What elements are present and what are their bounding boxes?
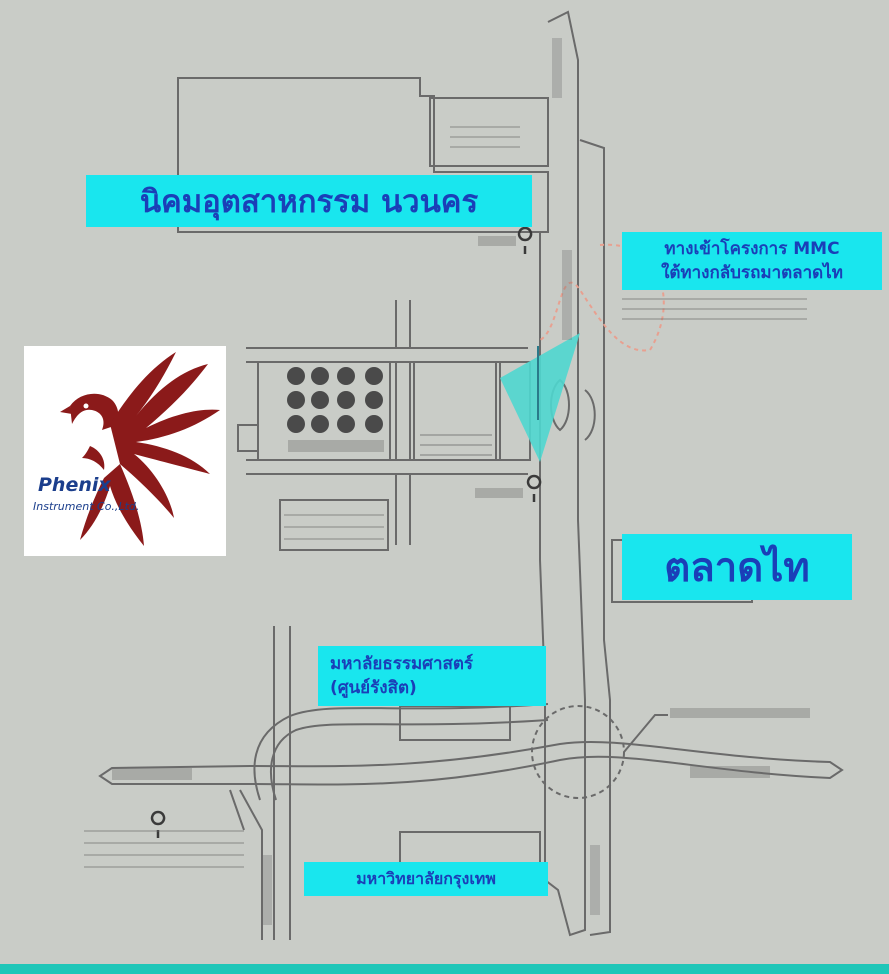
company-logo-card: Phenix Instrument Co.,Ltd.: [24, 346, 226, 556]
lower-left-road: [229, 626, 291, 940]
thammasat-label-line2: (ศูนย์รังสิต): [330, 678, 417, 698]
expressway-label-texture: [84, 828, 244, 868]
west-road-label-texture: [112, 768, 192, 780]
entrance-label-line2: ใต้ทางกลับรถมาตลาดไท: [661, 263, 843, 283]
mmc-office-label-texture: [420, 428, 492, 456]
frontage-road: [579, 139, 611, 936]
pin-icon-km44: [526, 474, 542, 502]
phoenix-logo-icon: [60, 352, 220, 546]
hospital-label-texture: [450, 118, 520, 148]
lower-road-label-texture: [262, 855, 272, 925]
highway-label-texture: [552, 38, 562, 98]
restaurant-block: [279, 499, 389, 551]
cross-road-top: [246, 347, 528, 363]
bangkok-univ-label: มหาวิทยาลัยกรุงเทพ: [304, 862, 548, 896]
talad-thai-label-text: ตลาดไท: [664, 545, 810, 591]
hospital-block: [429, 97, 549, 167]
entrance-label: ทางเข้าโครงการ MMC ใต้ทางกลับรถมาตลาดไท: [622, 232, 882, 290]
pin-icon-expressway: [150, 810, 166, 838]
vertical-street-1: [395, 300, 411, 545]
entrance-label-line1: ทางเข้าโครงการ MMC: [664, 239, 840, 259]
east-west-road: [98, 740, 844, 786]
company-subtitle: Instrument Co.,Ltd.: [33, 500, 140, 513]
estate-label: นิคมอุตสาหกรรม นวนคร: [86, 175, 532, 227]
restaurant-label-texture: [284, 510, 384, 540]
bottom-strip: [0, 964, 889, 974]
thammasat-label: มหาลัยธรรมศาสตร์ (ศูนย์รังสิต): [318, 646, 546, 706]
thammasat-label-line1: มหาลัยธรรมศาสตร์: [330, 654, 474, 674]
entrance-arrow: [500, 333, 580, 462]
km44-label-texture: [475, 488, 523, 498]
project-site-block: [257, 361, 391, 461]
u-turn-loop-2: [584, 389, 596, 441]
cross-road-bottom: [246, 459, 528, 475]
company-name: Phenix: [38, 474, 111, 496]
talad-thai-label: ตลาดไท: [622, 534, 852, 600]
km47-label-texture: [478, 236, 516, 246]
mmc-office-block: [413, 361, 497, 461]
interchange-pointer: [623, 714, 668, 753]
small-marker-box: [237, 424, 259, 452]
project-site-label-texture: [288, 440, 384, 452]
bangkok-univ-label-text: มหาวิทยาลัยกรุงเทพ: [356, 868, 496, 888]
highway-label-texture-2: [562, 250, 572, 340]
interchange-label-texture: [670, 708, 810, 718]
directions-note-texture: [622, 290, 807, 320]
project-plots: [287, 367, 383, 433]
industrial-estate-block: [177, 77, 549, 233]
flyover-road: [253, 703, 549, 801]
estate-label-text: นิคมอุตสาหกรรม นวนคร: [139, 184, 479, 220]
pin-icon-km47: [517, 226, 533, 254]
highway-label-texture-3: [590, 845, 600, 915]
east-road-label-texture: [690, 766, 770, 778]
